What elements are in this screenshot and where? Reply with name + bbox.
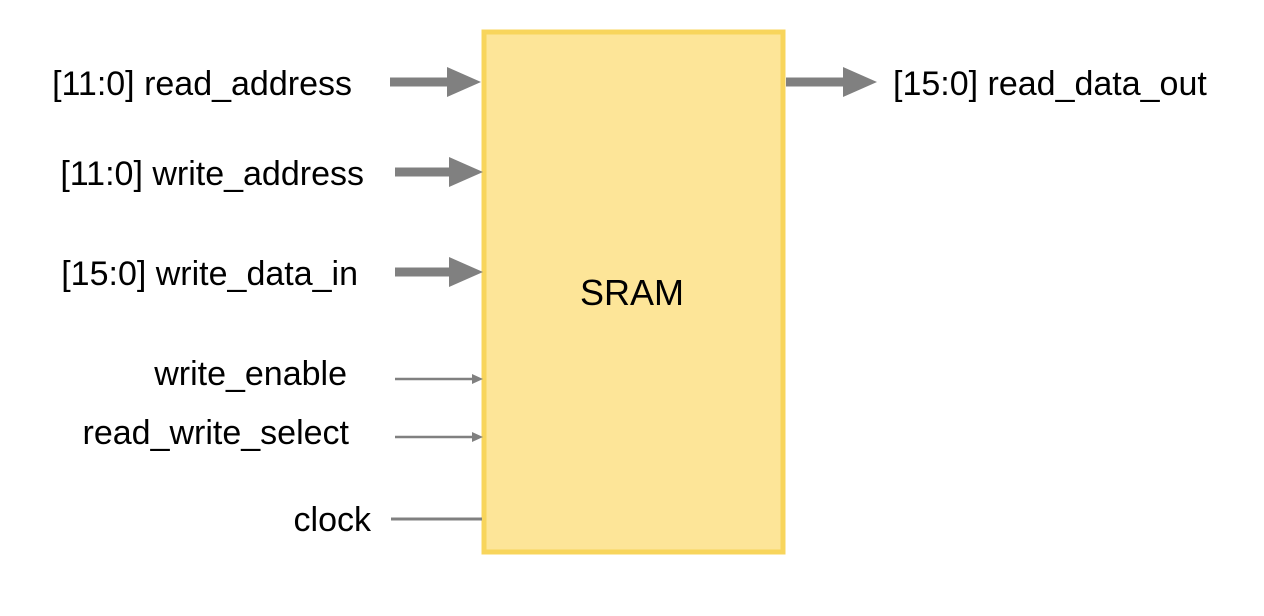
write-data-in-label: [15:0] write_data_in	[61, 255, 358, 293]
read-address-label: [11:0] read_address	[52, 65, 352, 103]
sram-block	[481, 29, 786, 555]
sram-block-label: SRAM	[580, 272, 684, 313]
write-address-label: [11:0] write_address	[60, 155, 364, 193]
read-data-out-label: [15:0] read_data_out	[893, 65, 1207, 103]
write-data-in-arrow	[395, 257, 483, 287]
write-enable-arrow	[395, 374, 483, 384]
clock-label: clock	[294, 501, 372, 539]
write-address-arrow	[395, 157, 483, 187]
read-data-out-arrow	[786, 67, 877, 97]
write-enable-label: write_enable	[153, 355, 347, 393]
read-write-select-arrow	[395, 432, 483, 442]
read-write-select-label: read_write_select	[83, 414, 350, 452]
read-address-arrow	[390, 67, 481, 97]
